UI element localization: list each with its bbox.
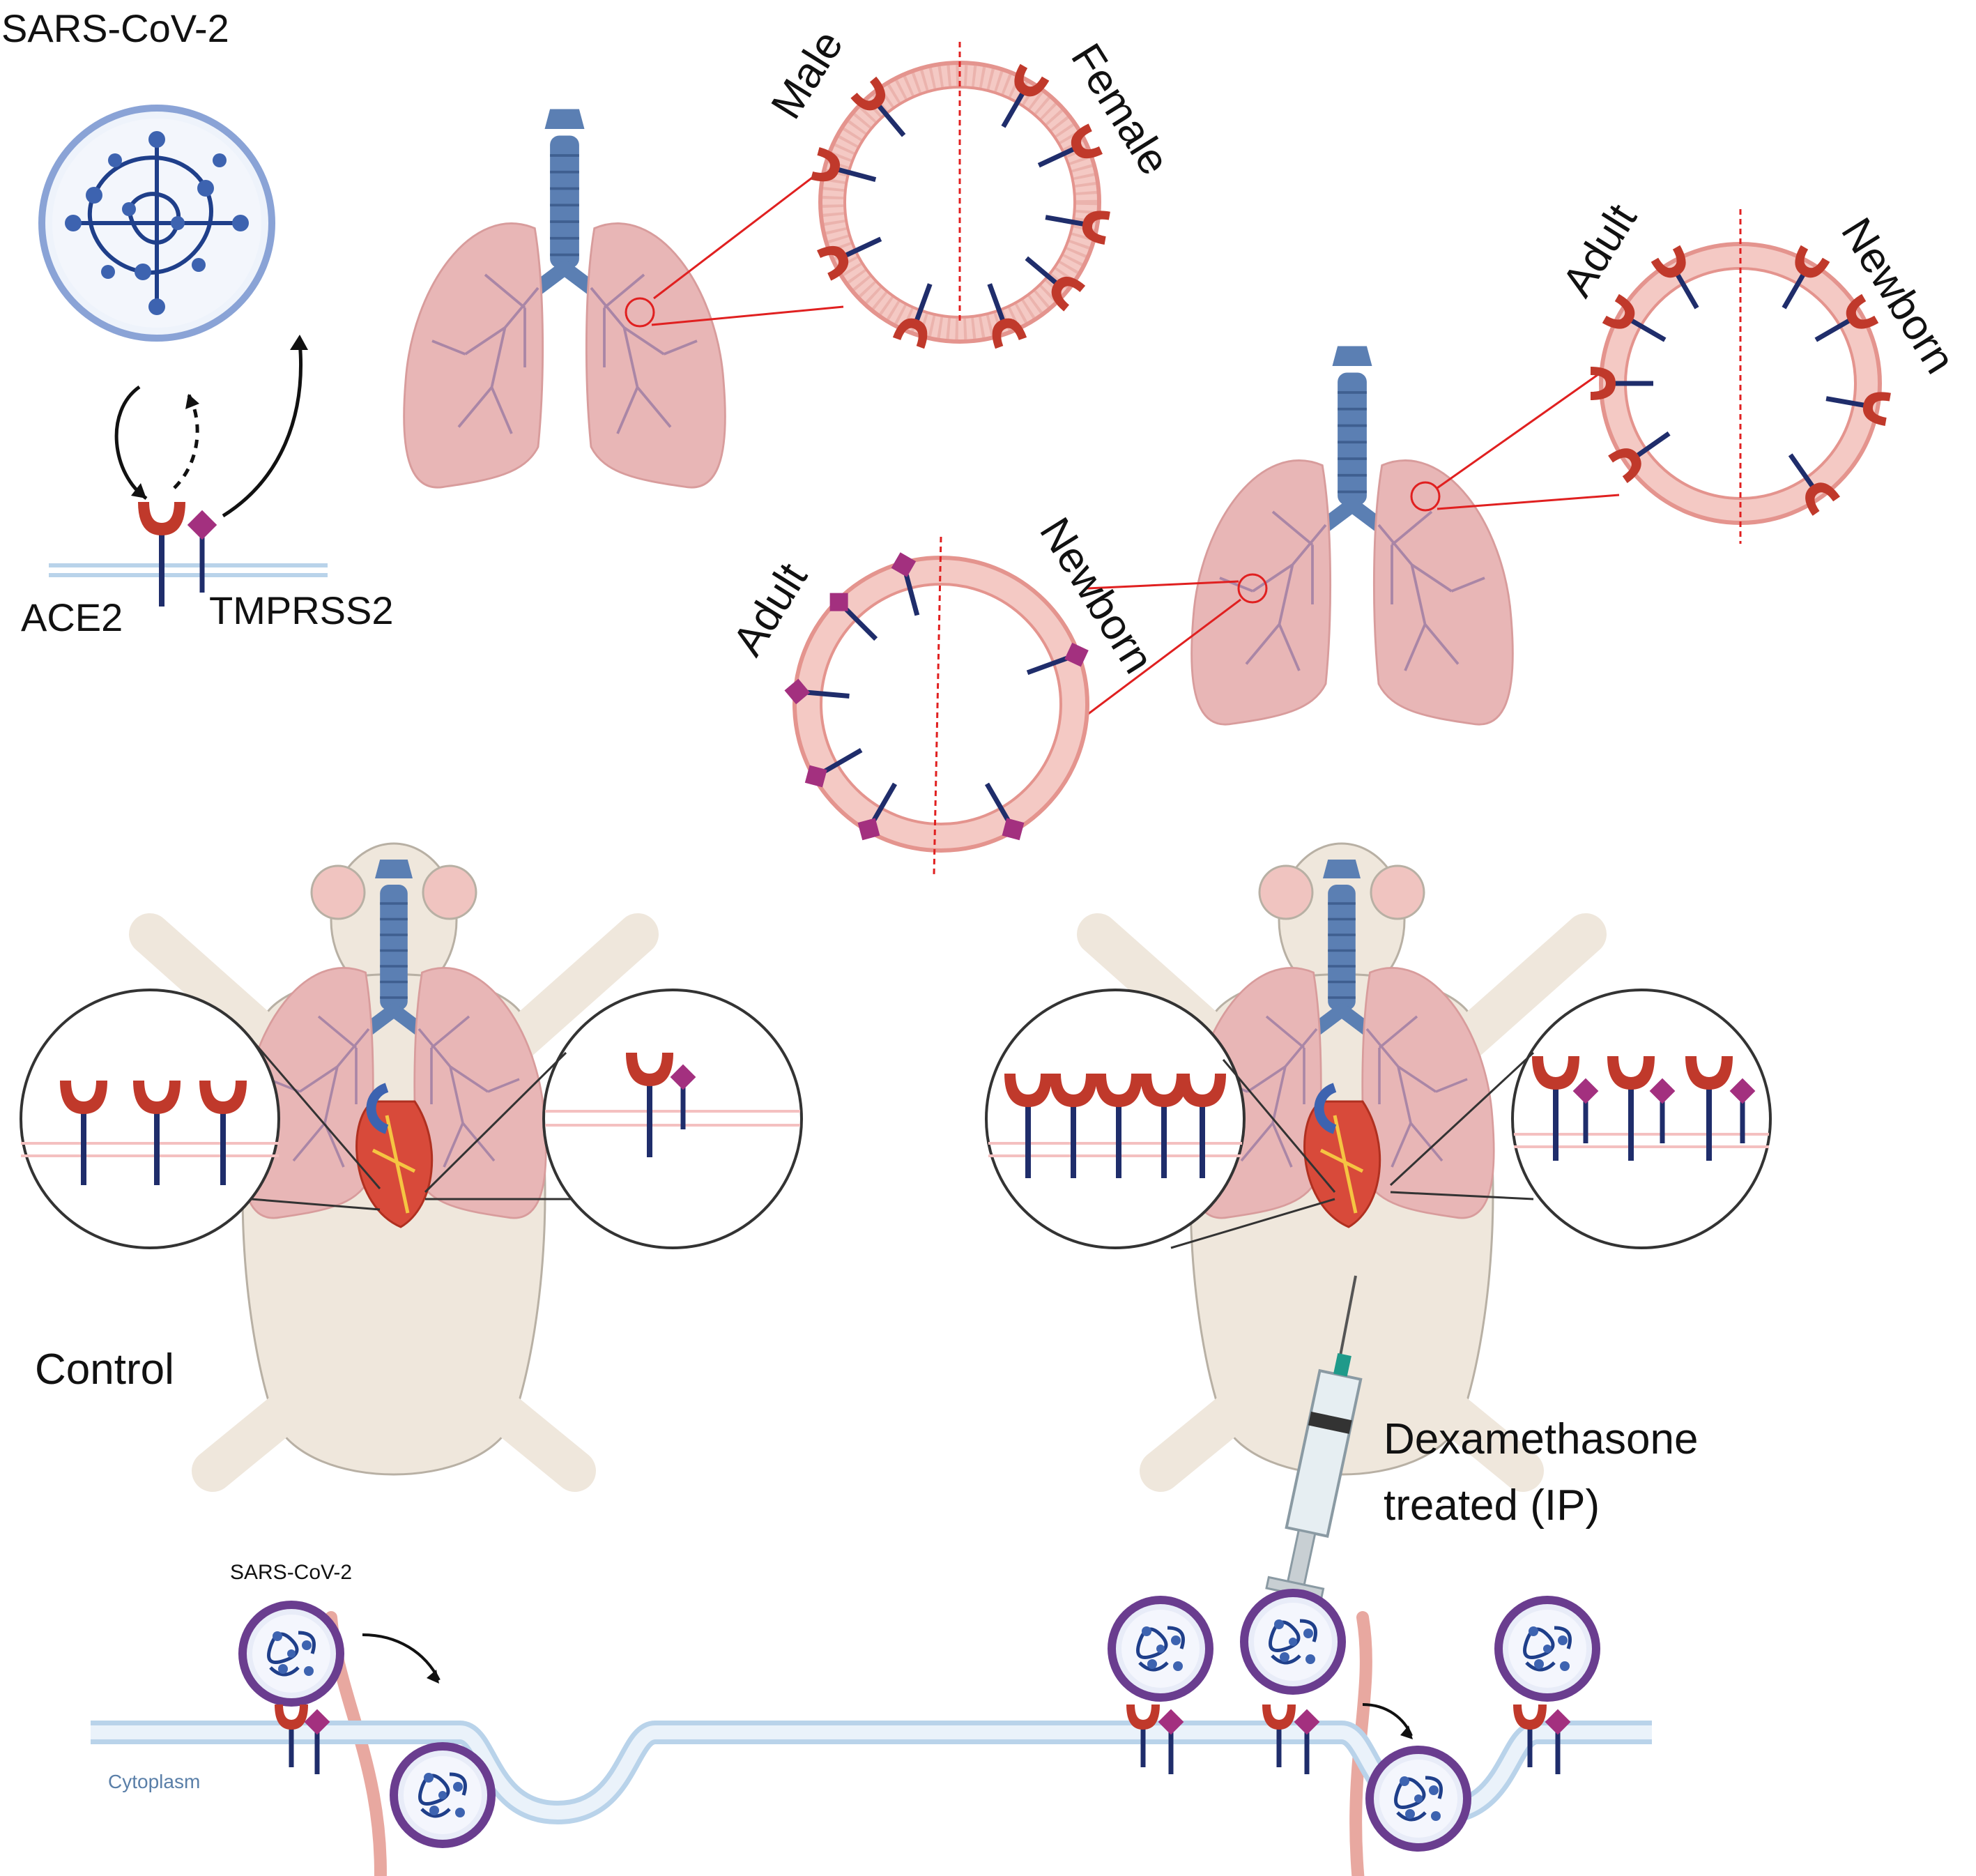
- priming-arrow: [222, 341, 302, 518]
- membrane-entry-panel: Cytoplasm SARS-CoV-2: [91, 1561, 1652, 1847]
- male-label: Male: [762, 22, 852, 128]
- entry-arrow: [362, 1633, 441, 1681]
- binding-arrow: [114, 385, 148, 501]
- sars-cov-2-virion: [38, 105, 275, 342]
- virus-particle: [1499, 1600, 1596, 1698]
- airway-cross-section-age-ace2: [1591, 209, 1891, 544]
- control-label: Control: [35, 1345, 174, 1394]
- tmprss2-label: TMPRSS2: [209, 588, 394, 632]
- dexamethasone-label-line1: Dexamethasone: [1384, 1415, 1699, 1463]
- internalized-virus: [1370, 1750, 1467, 1847]
- control-mouse: [129, 842, 659, 1876]
- syringe: [1265, 1275, 1363, 1601]
- adult-label-top: Adult: [1553, 196, 1646, 305]
- airway-cross-section-sex: [811, 42, 1110, 349]
- virus-particle: [1244, 1593, 1342, 1691]
- adult-label-bottom: Adult: [723, 555, 816, 664]
- lungs-illustration-age: [1192, 346, 1513, 724]
- virus-small-label: SARS-CoV-2: [230, 1561, 352, 1584]
- virus-particle: [243, 1605, 340, 1702]
- virus-panel: SARS-CoV-2: [1, 6, 394, 639]
- dexamethasone-mouse-panel: Dexamethasone treated (IP): [985, 842, 1772, 1876]
- airway-cross-section-age-tmprss2: [783, 536, 1093, 876]
- zoom-circle-control-heart: [20, 989, 280, 1249]
- treated-mouse: [1077, 842, 1607, 1876]
- virus-title: SARS-CoV-2: [1, 6, 229, 50]
- cytoplasm-label: Cytoplasm: [108, 1771, 200, 1792]
- ace2-receptor: [138, 502, 185, 607]
- zoom-marker: [625, 297, 655, 328]
- lung-sex-panel: Male Female: [404, 22, 1179, 487]
- ace2-label: ACE2: [21, 595, 123, 639]
- cell-membrane-top: [49, 563, 328, 567]
- zoom-circle-treated-lung: [1511, 989, 1772, 1249]
- tmprss2-protease: [187, 510, 217, 593]
- lungs-illustration: [404, 109, 726, 487]
- internalized-virus: [394, 1746, 491, 1844]
- zoom-circle-control-lung: [542, 989, 803, 1249]
- dexamethasone-label-line2: treated (IP): [1384, 1481, 1600, 1530]
- lung-age-panel: Adult Newborn Adult Newborn: [723, 196, 1964, 876]
- control-mouse-panel: Control: [20, 842, 803, 1876]
- virus-particle: [1112, 1600, 1209, 1698]
- zoom-circle-treated-heart: [985, 989, 1246, 1249]
